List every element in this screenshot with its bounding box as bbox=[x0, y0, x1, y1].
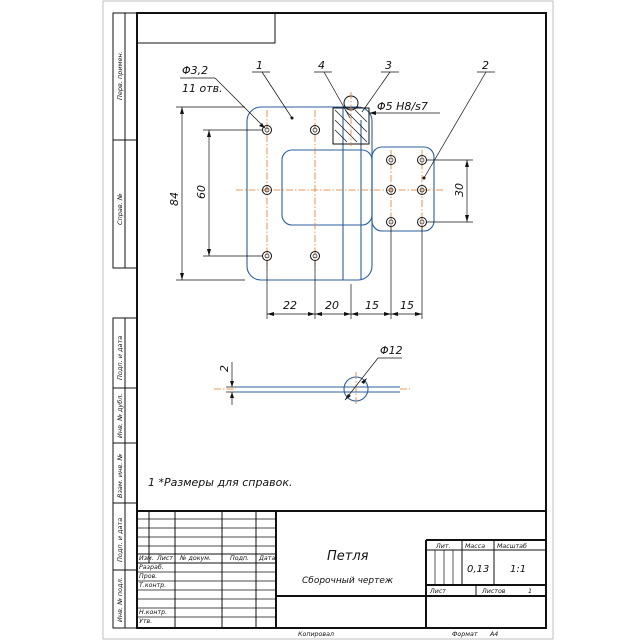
label-inv-dubl: Инв. № дубл. bbox=[116, 394, 124, 438]
dim-chain-horizontal: 22 20 15 15 bbox=[266, 227, 423, 319]
plate-cutout bbox=[281, 149, 373, 226]
callout-3: 3 bbox=[361, 59, 399, 113]
callout-3-text: 3 bbox=[385, 59, 392, 72]
tb-masshtab: Масштаб bbox=[497, 542, 527, 550]
dim-20-text: 20 bbox=[325, 299, 339, 312]
label-podp-data-1: Подп. и дата bbox=[116, 336, 124, 380]
label-perv-primen: Перв. примен. bbox=[116, 51, 124, 100]
tb-razrab: Разраб. bbox=[139, 563, 164, 571]
label-vzam-inv: Взам. инв. № bbox=[116, 454, 124, 498]
label-inv-podl: Инв. № подл. bbox=[116, 577, 124, 622]
tb-podp: Подп. bbox=[230, 555, 249, 562]
footer-format-value: A4 bbox=[489, 631, 498, 638]
dim-84: 84 bbox=[168, 106, 245, 281]
dim-30-text: 30 bbox=[453, 183, 466, 197]
holes-leaf-2 bbox=[386, 155, 427, 227]
tb-nkontr: Н.контр. bbox=[139, 609, 167, 616]
tb-title: Петля bbox=[327, 549, 369, 564]
dim-84-text: 84 bbox=[168, 192, 181, 206]
tb-ndokum: № докум. bbox=[179, 555, 211, 562]
tb-scale-value: 1:1 bbox=[510, 564, 526, 575]
main-view: 84 60 30 22 20 15 bbox=[168, 59, 495, 319]
dim-15a-text: 15 bbox=[365, 299, 379, 312]
hole-leader: Φ3,2 11 отв. bbox=[180, 64, 266, 129]
tb-sheets-label: Листов bbox=[481, 588, 506, 595]
footer-kopiroval: Копировал bbox=[298, 631, 334, 638]
sheet-edge bbox=[102, 0, 554, 640]
side-strip-upper: Перв. примен. Справ. № bbox=[112, 12, 138, 269]
tb-massa: Масса bbox=[465, 543, 485, 550]
pin-fit-leader: Φ5 H8/s7 bbox=[369, 100, 440, 115]
hole-dia-text: Φ3,2 bbox=[182, 64, 208, 77]
top-left-box bbox=[136, 12, 276, 44]
tb-list: Лист bbox=[156, 555, 173, 562]
pin-section bbox=[332, 92, 370, 146]
side-view: Φ12 2 bbox=[214, 344, 410, 406]
tb-data: Дата bbox=[258, 555, 275, 562]
label-podp-data-2: Подп. и дата bbox=[116, 518, 124, 562]
tb-tkontr: Т.контр. bbox=[139, 582, 166, 589]
title-block: Изм. Лист № докум. Подп. Дата Разраб. Пр… bbox=[136, 510, 547, 629]
dim-60: 60 bbox=[195, 129, 262, 257]
tb-mass-value: 0,13 bbox=[467, 564, 489, 575]
tb-utv: Утв. bbox=[139, 618, 152, 625]
thickness-text: 2 bbox=[218, 365, 231, 372]
callout-2-text: 2 bbox=[482, 59, 489, 72]
tb-prov: Пров. bbox=[139, 573, 157, 580]
dim-60-text: 60 bbox=[195, 185, 208, 199]
drawing-frame bbox=[136, 12, 547, 629]
tb-subtitle: Сборочный чертеж bbox=[302, 576, 394, 586]
dim-30: 30 bbox=[426, 159, 473, 223]
tb-lit: Лит. bbox=[435, 543, 451, 550]
tb-izm: Изм. bbox=[139, 555, 154, 562]
hole-count-text: 11 отв. bbox=[182, 82, 223, 95]
footer-format-label: Формат bbox=[452, 631, 478, 638]
label-sprav: Справ. № bbox=[116, 193, 124, 225]
callout-4-text: 4 bbox=[318, 59, 325, 72]
pin-fit-text: Φ5 H8/s7 bbox=[377, 100, 428, 113]
holes-leaf-1 bbox=[262, 125, 320, 261]
callout-2: 2 bbox=[422, 59, 495, 180]
tb-sheets-value: 1 bbox=[528, 588, 532, 595]
pin-dia-text: Φ12 bbox=[380, 344, 403, 357]
tb-sheet-label: Лист bbox=[429, 588, 446, 595]
dim-22-text: 22 bbox=[283, 299, 297, 312]
drawing-note: 1 *Размеры для справок. bbox=[148, 476, 293, 489]
side-strip-lower: Подп. и дата Инв. № дубл. Взам. инв. № П… bbox=[112, 317, 138, 629]
callout-1-text: 1 bbox=[256, 59, 263, 72]
callout-1: 1 bbox=[252, 59, 294, 120]
dim-15b-text: 15 bbox=[400, 299, 414, 312]
callout-4: 4 bbox=[314, 59, 351, 119]
